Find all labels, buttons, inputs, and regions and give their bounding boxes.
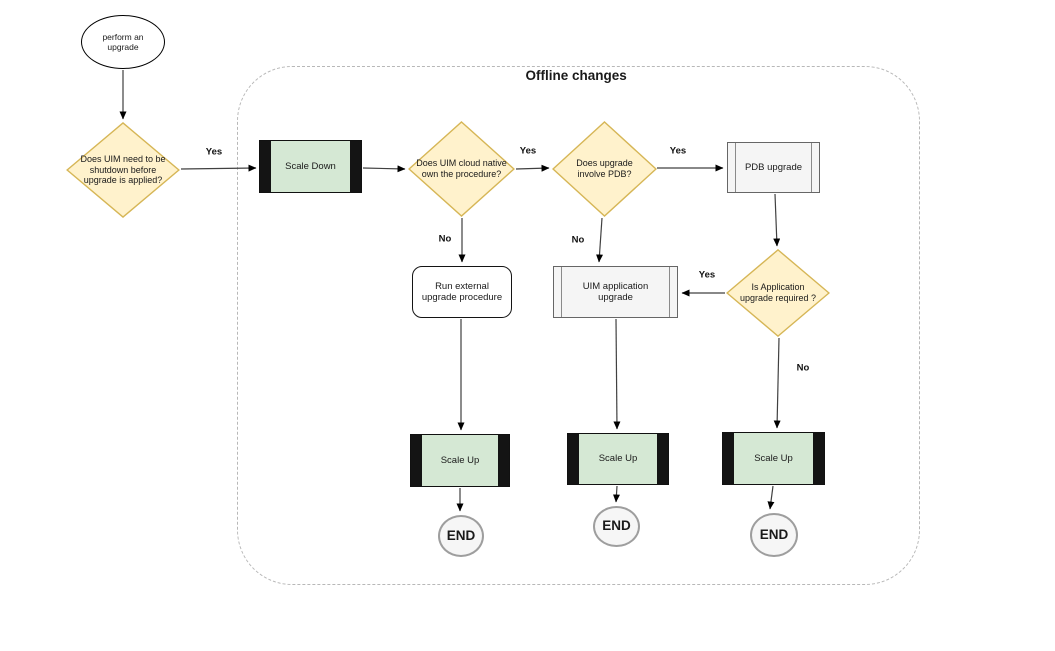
decision-cloud-native-label: Does UIM cloud native own the procedure? [416, 158, 507, 179]
run-external-label: Run external upgrade procedure [421, 280, 503, 303]
decision-cloud-native: Does UIM cloud native own the procedure? [408, 121, 515, 217]
scale-up-left-label: Scale Up [440, 454, 480, 466]
end-left-label: END [446, 527, 476, 543]
run-external-node: Run external upgrade procedure [412, 266, 512, 318]
end-middle-label: END [602, 518, 631, 534]
pdb-upgrade-label: PDB upgrade [744, 161, 803, 173]
decision-pdb: Does upgrade involve PDB? [552, 121, 657, 217]
scale-up-right-node: Scale Up [722, 432, 825, 485]
scale-up-right-label: Scale Up [754, 452, 793, 464]
edge-label-app-no: No [796, 362, 810, 374]
decision-shutdown: Does UIM need to be shutdown before upgr… [66, 122, 180, 218]
end-right-label: END [759, 526, 789, 542]
offline-changes-group: Offline changes [237, 66, 920, 585]
pdb-upgrade-node: PDB upgrade [727, 142, 820, 193]
scale-up-left-node: Scale Up [410, 434, 510, 487]
decision-shutdown-label: Does UIM need to be shutdown before upgr… [80, 153, 166, 186]
end-middle-node: END [593, 506, 640, 547]
scale-up-middle-node: Scale Up [567, 433, 669, 485]
start-label: perform an upgrade [102, 31, 144, 52]
edge-label-cloud-yes: Yes [519, 145, 537, 157]
group-title: Offline changes [517, 68, 635, 83]
end-right-node: END [750, 513, 798, 557]
decision-pdb-label: Does upgrade involve PDB? [576, 158, 633, 179]
scale-up-middle-label: Scale Up [598, 453, 638, 465]
edge-label-app-yes: Yes [698, 269, 716, 281]
decision-app-required: Is Application upgrade required ? [726, 249, 830, 337]
edge-label-pdb-no: No [571, 234, 585, 246]
edge-label-pdb-yes: Yes [669, 145, 687, 157]
scale-down-node: Scale Down [259, 140, 362, 193]
start-node: perform an upgrade [81, 15, 165, 69]
uim-app-upgrade-label: UIM application upgrade [582, 280, 649, 303]
uim-app-upgrade-node: UIM application upgrade [553, 266, 678, 318]
end-left-node: END [438, 515, 484, 557]
edge-label-cloud-no: No [438, 233, 452, 245]
edge-label-shutdown-yes: Yes [205, 146, 223, 158]
decision-app-required-label: Is Application upgrade required ? [739, 282, 817, 303]
scale-down-label: Scale Down [285, 160, 336, 172]
